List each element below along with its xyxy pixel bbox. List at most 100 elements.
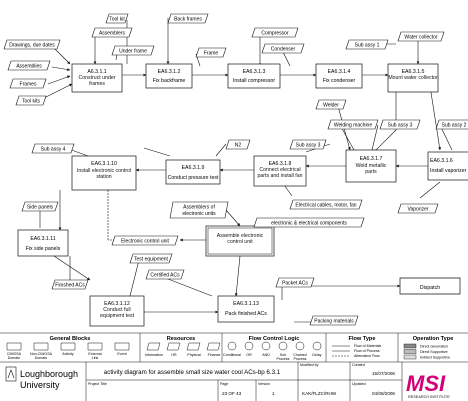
resource-label: Packing materials: [314, 319, 354, 325]
process-name: Install vaporizer: [430, 168, 467, 174]
process-id: EA6.3.1.4: [328, 69, 351, 75]
resource-tag: Tool kits: [15, 95, 47, 106]
process-name: Install electronic control station: [76, 168, 132, 180]
process-id: EA6.3.1.13: [233, 301, 259, 307]
resource-label: Drawings, due dates: [9, 43, 55, 49]
process-name: Fix side panels: [26, 246, 61, 252]
legend-label: CIMOSA: [7, 352, 22, 356]
process-name: Fix condenser: [323, 78, 356, 84]
process-conduct-pressure-test[interactable]: EA6.3.1.9 Conduct pressure test: [165, 159, 221, 185]
resource-tag: Vaporizer: [397, 203, 439, 214]
legend-symbol: [295, 341, 305, 351]
legend-label: Conditional: [223, 353, 241, 357]
legend-symbol: [312, 341, 322, 351]
resource-label: Packet ACs: [282, 281, 308, 287]
legend-label: Activity: [62, 352, 74, 356]
resource-tag: Sub assy 2: [435, 119, 468, 130]
process-mount-water-collector[interactable]: EA6.3.1.5 Mount water collector: [387, 63, 439, 93]
flow-lines: [37, 18, 453, 323]
resource-tag: Packing materials: [309, 315, 359, 326]
legend-flowtype-title: Flow Type: [349, 336, 376, 342]
legend-symbol: [206, 342, 221, 351]
process-connect-electrical-parts[interactable]: EA6.3.1.8 Connect electrical parts and i…: [253, 155, 307, 187]
modified-by: KAK/FLZC/RHW: [302, 391, 337, 396]
resource-tag: Under frame: [111, 45, 155, 56]
resource-tag: Water collector: [397, 31, 445, 42]
legend-symbol: [166, 342, 181, 351]
process-name: Connect electrical parts and install fan: [257, 167, 303, 179]
modified-label: Modified by: [300, 363, 319, 367]
footer: Loughborough University activity diagram…: [0, 361, 468, 401]
process-name: Construct under frames: [78, 75, 116, 87]
process-pack-finished-acs[interactable]: EA6.3.1.13 Pack finished ACs: [217, 295, 275, 323]
legend-label: Indirect Supportive: [420, 355, 450, 359]
resource-tag: Test equipment: [129, 253, 173, 264]
subprocess-assemble-electronic-control-unit[interactable]: BP6.8 Assemble electronic control unit: [205, 218, 275, 257]
resource-label: Tool kit: [109, 17, 125, 23]
version-label: Version: [258, 382, 270, 386]
process-id: EA6.3.1.5: [402, 69, 425, 75]
legend-symbol: [146, 342, 161, 351]
university-name-2: University: [20, 380, 60, 390]
process-id: EA6.3.1.6: [430, 158, 453, 164]
legend-general-title: General Blocks: [50, 336, 91, 342]
process-fix-condenser[interactable]: EA6.3.1.4 Fix condenser: [315, 63, 363, 89]
process-name: Conduct full equipment test: [99, 307, 135, 319]
process-name: Install compressor: [233, 78, 275, 84]
resource-label: Water collector: [404, 35, 437, 41]
msi-logo-subtitle: RESEARCH INSTITUTE: [408, 395, 450, 399]
process-fix-backframe[interactable]: EA6.3.1.2 Fix backframe: [145, 63, 193, 89]
resource-tag: Packet ACs: [275, 277, 315, 288]
process-fix-side-panels[interactable]: EA6.3.1.11 Fix side panels: [17, 229, 69, 257]
resource-label: Welding machine: [334, 123, 372, 129]
legend-symbol: [6, 342, 22, 351]
process-install-vaporizer[interactable]: EA6.3.1.6 Install vaporizer: [427, 151, 468, 181]
legend-label: External: [88, 352, 101, 356]
resource-tag: Tool kit: [105, 13, 129, 24]
process-id: EA6.3.1.9: [182, 165, 205, 171]
process-weld-metallic-parts[interactable]: EA6.3.1.7 Weld metallic parts: [345, 149, 397, 183]
legend-label: Chained: [293, 353, 306, 357]
resource-tag: Welder: [315, 99, 347, 110]
dispatch-event[interactable]: Dispatch: [399, 277, 461, 295]
resource-label: Welder: [323, 103, 339, 109]
resource-tag: Assemblies: [7, 60, 51, 71]
resource-label: Electrical cables, motor, fan: [295, 203, 356, 209]
resource-label: Test equipment: [134, 257, 169, 263]
process-construct-under-frames[interactable]: A6.3.1.1 Construct under frames: [71, 63, 123, 93]
resource-tag: Electrical cables, motor, fan: [289, 199, 363, 210]
legend-symbol: [33, 342, 49, 351]
process-install-compressor[interactable]: EA6.3.1.3 Install compressor: [227, 63, 281, 89]
legend-flow-title: Flow Control Logic: [249, 336, 300, 342]
legend-symbol: [261, 341, 271, 351]
legend-operation-title: Operation Type: [413, 336, 454, 342]
resource-tag: Side panels: [21, 201, 59, 212]
legend-symbol: [114, 342, 130, 351]
legend-resources-title: Resources: [167, 336, 196, 342]
resource-label: Compressor: [261, 31, 289, 37]
legend-label: Link: [92, 356, 99, 360]
process-conduct-full-equipment-test[interactable]: EA6.3.1.12 Conduct full equipment test: [89, 295, 145, 327]
resource-label: Assemblers: [99, 31, 126, 37]
resource-tag: Sub assy 3: [289, 139, 327, 150]
legend-label: Domain: [8, 356, 20, 360]
page-number: 23 OF 43: [222, 391, 242, 396]
project-label: Project Title: [88, 382, 107, 386]
process-install-electronic-control-station[interactable]: EA6.3.1.10 Install electronic control st…: [71, 155, 137, 191]
resource-tag: Finished ACs: [51, 279, 89, 290]
legend-label: Alternative Flow: [354, 354, 380, 358]
resource-tag: electronic & electrical components: [253, 217, 365, 228]
resource-tag: Frame: [195, 47, 227, 58]
legend-symbol: [87, 342, 103, 351]
legend-label: Finance: [208, 353, 221, 357]
university-logo: Loughborough University: [5, 366, 78, 390]
legend-label: Process: [294, 357, 307, 361]
legend-operation-swatch: [403, 343, 417, 349]
legend-symbol: [278, 341, 288, 351]
resource-tag: Sub assy 1: [345, 39, 389, 50]
diagram-title: activity diagram for assemble small size…: [104, 369, 281, 376]
legend-symbol: [186, 342, 201, 351]
legend-operation-swatch: [403, 349, 417, 354]
